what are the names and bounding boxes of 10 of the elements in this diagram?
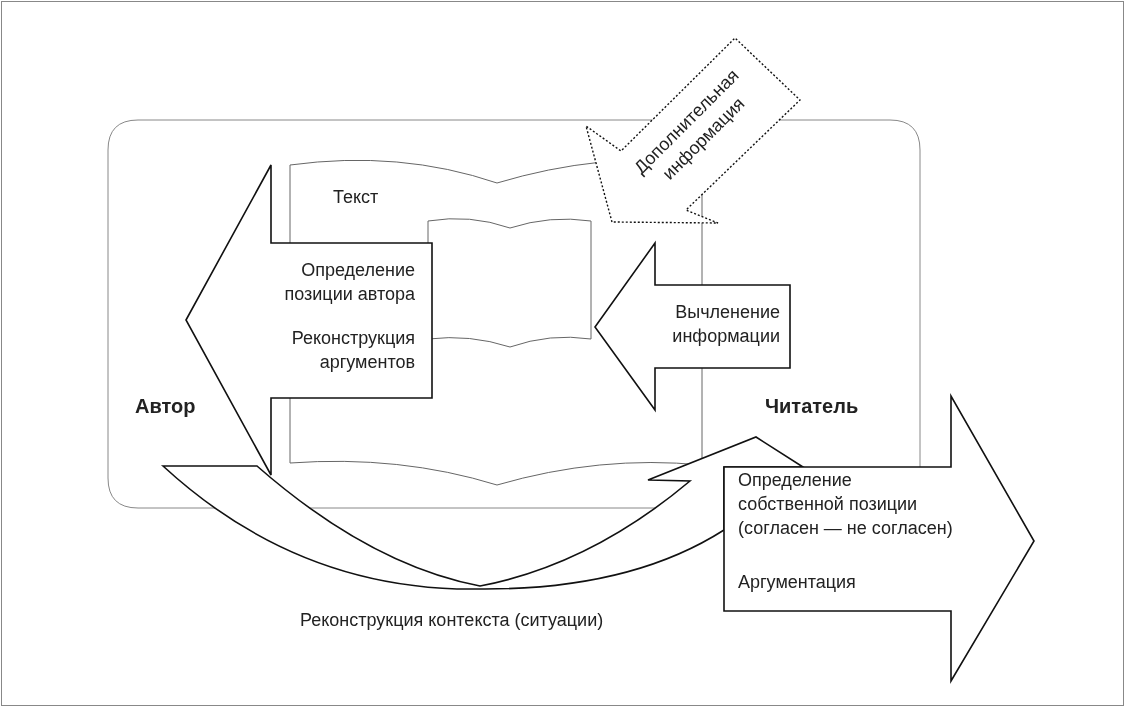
panel-text: Текст: [333, 186, 380, 209]
panel-text: Реконструкция аргументов: [290, 327, 415, 374]
panel-text: Определение позиции автора: [283, 259, 415, 306]
arrow-shaped-panel: [723, 395, 1036, 682]
side-heading: Автор: [135, 394, 197, 418]
panel-text: Определение собственной позиции (согласен — не согласен): [738, 469, 953, 540]
panel-text: Аргументация: [738, 571, 857, 594]
side-heading: Читатель: [765, 394, 860, 418]
caption-text: Реконструкция контекста (ситуации): [300, 609, 604, 632]
panel-text: Вычленение информации: [671, 301, 780, 348]
